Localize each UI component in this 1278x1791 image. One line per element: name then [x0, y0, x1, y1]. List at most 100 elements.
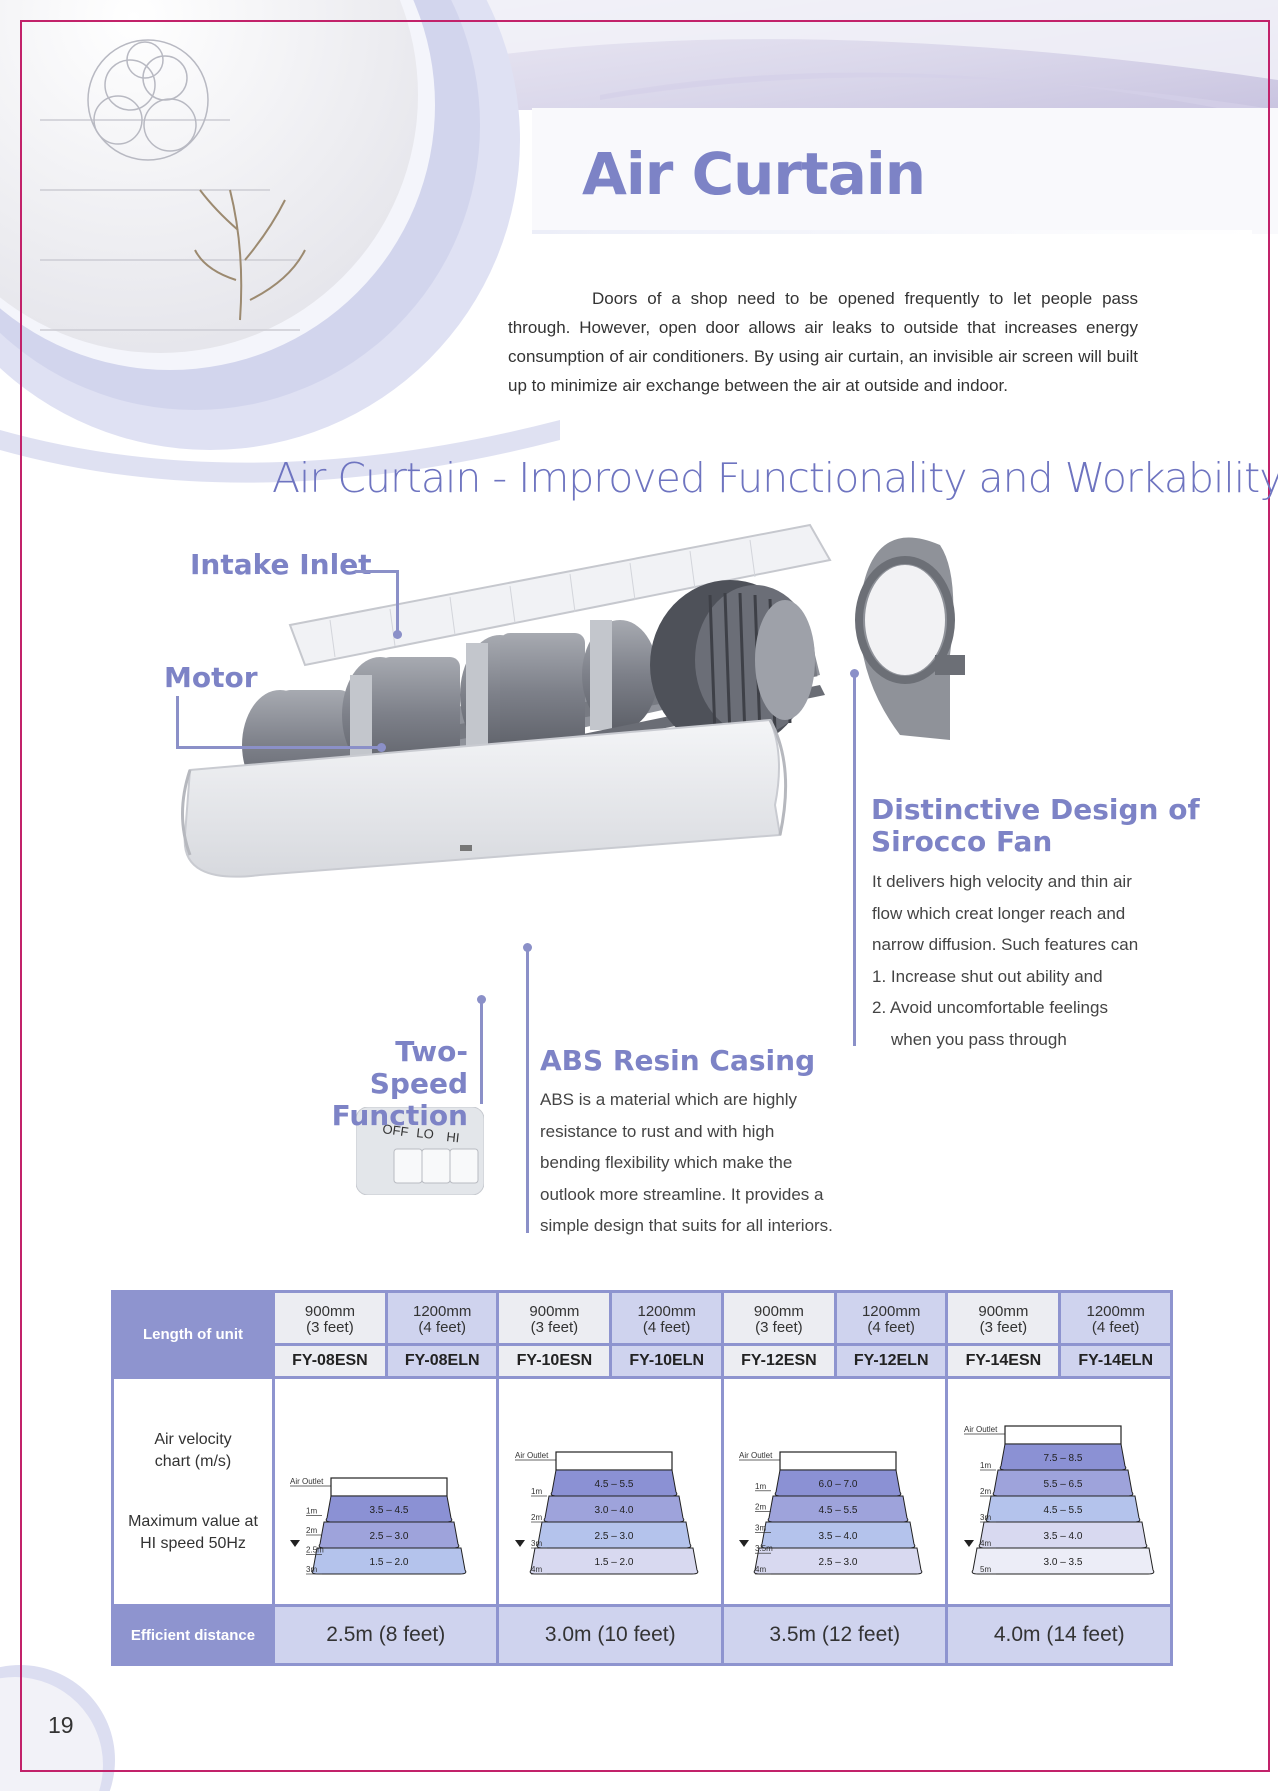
spec-table: Length of unit 900mm(3 feet) 1200mm(4 fe… — [111, 1290, 1173, 1666]
air-curtain-exploded-illustration — [181, 523, 965, 878]
distance-mark: 3m — [306, 1565, 317, 1574]
model-cell: FY-14ELN — [1058, 1343, 1173, 1379]
distance-mark: 1m — [755, 1482, 766, 1491]
unit-outlet-box — [1004, 1425, 1122, 1445]
velocity-chart-cell: Air Outlet 6.0 – 7.0 4.5 – 5.5 3.5 – 4.0 2.5… — [720, 1376, 949, 1607]
model-cell: FY-08ELN — [384, 1343, 500, 1379]
velocity-chart-2: Air Outlet 4.5 – 5.5 3.0 – 4.0 2.5 – 3.0 1.5… — [514, 1451, 699, 1575]
sirocco-fan-description: It delivers high velocity and thin air f… — [872, 872, 1139, 1049]
sirocco-fan — [650, 580, 815, 750]
abs-resin-casing-description: ABS is a material which are highly resis… — [540, 1090, 833, 1235]
motor-leader-dot — [377, 743, 386, 752]
section-subheading: Air Curtain - Improved Functionality and… — [272, 454, 1278, 502]
velocity-chart-row: Air velocity chart (m/s) Maximum value a… — [111, 1376, 1173, 1607]
unit-outlet-box — [330, 1477, 448, 1497]
model-cell: FY-10ESN — [496, 1343, 613, 1379]
efficient-distance-row: Efficient distance 2.5m (8 feet) 3.0m (1… — [111, 1604, 1173, 1666]
air-velocity-label: Air velocity chart (m/s) Maximum value a… — [111, 1376, 275, 1607]
sirocco-leader-dot — [850, 669, 859, 678]
distance-mark: 4m — [980, 1539, 991, 1548]
air-outlet-label: Air Outlet — [290, 1477, 324, 1486]
distance-mark: 2m — [980, 1487, 991, 1496]
velocity-band — [529, 1547, 699, 1575]
velocity-band — [753, 1547, 923, 1575]
model-cell: FY-14ESN — [945, 1343, 1062, 1379]
velocity-band-label: 6.0 – 7.0 — [819, 1479, 858, 1490]
velocity-band-label: 2.5 – 3.0 — [370, 1531, 409, 1542]
distance-mark: 3m — [755, 1523, 766, 1532]
velocity-band-label: 7.5 – 8.5 — [1043, 1453, 1082, 1464]
distance-mark: 1m — [531, 1487, 542, 1496]
intake-leader-h — [355, 570, 397, 573]
intro-paragraph: Doors of a shop need to be opened freque… — [508, 289, 1138, 395]
velocity-chart-3: Air Outlet 6.0 – 7.0 4.5 – 5.5 3.5 – 4.0 2.5… — [739, 1451, 923, 1575]
distance-mark: 5m — [980, 1565, 991, 1574]
two-speed-switch-panel: OFF LO HI — [356, 1107, 484, 1195]
motor-leader-v — [176, 696, 179, 748]
air-outlet-label: Air Outlet — [739, 1451, 773, 1460]
distance-mark: 4m — [755, 1565, 766, 1574]
velocity-band-label: 1.5 – 2.0 — [370, 1557, 409, 1568]
distance-mark: 4m — [531, 1565, 542, 1574]
motor-leader-h — [176, 746, 380, 749]
efficient-distance-label: Efficient distance — [111, 1604, 275, 1666]
abs-leader-dot — [523, 943, 532, 952]
velocity-band-label: 3.5 – 4.0 — [819, 1531, 858, 1542]
velocity-band-label: 4.5 – 5.5 — [594, 1479, 633, 1490]
air-outlet-label: Air Outlet — [964, 1425, 998, 1434]
air-outlet-label: Air Outlet — [515, 1451, 549, 1460]
switch-label-hi: HI — [446, 1129, 460, 1145]
velocity-band — [971, 1547, 1155, 1575]
efficient-distance-marker — [290, 1540, 301, 1547]
distance-mark: 1m — [980, 1461, 991, 1470]
model-cell: FY-12ESN — [720, 1343, 837, 1379]
distance-mark: 2m — [755, 1503, 766, 1512]
length-of-unit-label: Length of unit — [111, 1290, 275, 1379]
velocity-band-label: 3.0 – 4.0 — [594, 1505, 633, 1516]
velocity-band-label: 2.5 – 3.0 — [594, 1531, 633, 1542]
switch-label-lo: LO — [416, 1125, 435, 1142]
model-cell: FY-08ESN — [272, 1343, 388, 1379]
distance-mark: 2m — [306, 1526, 317, 1535]
velocity-band-label: 3.0 – 3.5 — [1043, 1557, 1082, 1568]
model-cell: FY-12ELN — [833, 1343, 949, 1379]
intake-leader-dot — [393, 630, 402, 639]
abs-resin-cover — [181, 718, 788, 878]
intake-grille — [288, 523, 832, 667]
efficient-distance-value: 4.0m (14 feet) — [945, 1604, 1173, 1666]
page-number: 19 — [48, 1712, 74, 1738]
velocity-band-label: 4.5 – 5.5 — [1043, 1505, 1082, 1516]
title-underline — [532, 230, 1252, 234]
velocity-band-label: 4.5 – 5.5 — [819, 1505, 858, 1516]
distance-mark: 3.5m — [755, 1544, 773, 1553]
fan-scroll-housing — [855, 537, 965, 740]
motor-label: Motor — [164, 661, 258, 694]
efficient-distance-marker — [514, 1540, 525, 1547]
velocity-band-label: 2.5 – 3.0 — [819, 1557, 858, 1568]
intake-inlet-label: Intake Inlet — [190, 548, 372, 581]
distance-mark: 2.5m — [306, 1546, 324, 1555]
efficient-distance-value: 3.0m (10 feet) — [496, 1604, 724, 1666]
distance-mark: 2m — [531, 1513, 542, 1522]
switch-label-off: OFF — [382, 1121, 410, 1139]
velocity-band-label: 5.5 – 6.5 — [1043, 1479, 1082, 1490]
abs-leader — [526, 948, 529, 1233]
unit-outlet-box — [555, 1451, 673, 1471]
abs-resin-casing-title: ABS Resin Casing — [540, 1044, 816, 1077]
velocity-band-label: 3.5 – 4.5 — [370, 1505, 409, 1516]
velocity-chart-cell: Air Outlet 4.5 – 5.5 3.0 – 4.0 2.5 – 3.0 1.5… — [496, 1376, 724, 1607]
efficient-distance-value: 2.5m (8 feet) — [271, 1604, 500, 1666]
two-speed-leader-dot — [477, 995, 486, 1004]
model-row: FY-08ESN FY-08ELN FY-10ESN FY-10ELN FY-1… — [113, 1343, 1173, 1379]
velocity-band — [311, 1547, 467, 1575]
two-speed-function-title: Two-Speed Function — [331, 1035, 468, 1132]
unit-outlet-box — [779, 1451, 897, 1471]
velocity-band-label: 1.5 – 2.0 — [594, 1557, 633, 1568]
efficient-distance-marker — [739, 1540, 750, 1547]
model-cell: FY-10ELN — [609, 1343, 724, 1379]
